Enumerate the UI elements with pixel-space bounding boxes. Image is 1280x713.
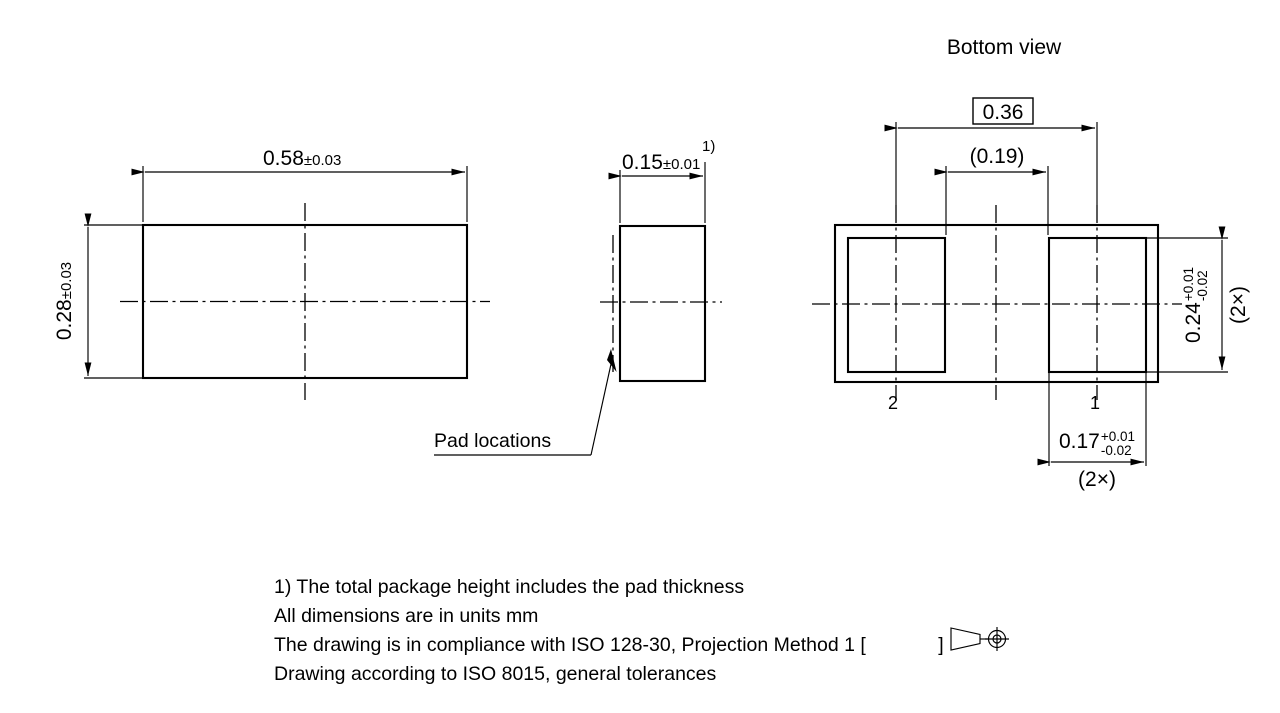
cone-side-view-icon: [950, 627, 981, 651]
dimension-side-width-footnote-marker: 1): [702, 138, 716, 155]
dimension-front-height-tolerance: ±0.03: [58, 261, 75, 300]
dimension-front-width-value: 0.58: [263, 147, 304, 170]
dimension-pad-gap-text: (0.19): [969, 145, 1025, 168]
note-line-1: 1) The total package height includes the…: [274, 576, 745, 598]
dimension-pad-height: [1146, 226, 1228, 373]
dimension-pad-gap: [934, 166, 1049, 235]
note-line-2: All dimensions are in units mm: [274, 605, 539, 627]
basic-dimension-frame: [972, 97, 1034, 125]
pad-locations-label: Pad locations: [434, 430, 552, 452]
dimension-pad-width: [1037, 372, 1147, 466]
notes-block: 1) The total package height includes the…: [274, 573, 944, 689]
dimension-pad-pitch: [884, 122, 1098, 205]
dimension-side-width-value: 0.15: [622, 151, 663, 174]
note-line-3-text: The drawing is in compliance with ISO 12…: [274, 634, 866, 656]
dimension-front-height-text: 0.28±0.03: [53, 262, 77, 340]
front-view: [84, 166, 490, 400]
dimension-pad-width-quantity: (2×): [1078, 468, 1116, 491]
dimension-pad-height-tol-upper: +0.01: [1181, 266, 1197, 302]
side-view: [434, 162, 722, 456]
dimension-side-width-text: 0.15±0.01: [622, 151, 700, 175]
dimension-pad-height-tol-lower: -0.02: [1195, 270, 1210, 302]
dimension-pad-width-tol-lower: -0.02: [1100, 442, 1132, 458]
bottom-view: [812, 97, 1228, 466]
dimension-front-width: [131, 166, 468, 222]
dimension-front-height-value: 0.28: [53, 299, 76, 341]
first-angle-projection-symbol: [950, 627, 1009, 651]
leader-slant: [590, 354, 614, 456]
dimension-pad-width-tol-upper: +0.01: [1100, 429, 1136, 444]
dimension-pad-width-text: 0.17 +0.01 -0.02: [1059, 430, 1135, 458]
note-line-3: The drawing is in compliance with ISO 12…: [274, 631, 944, 660]
dimension-front-width-text: 0.58±0.03: [263, 147, 341, 171]
dimension-pad-height-text: 0.24 +0.01 -0.02: [1181, 266, 1210, 344]
dimension-pad-height-value: 0.24: [1182, 302, 1206, 344]
pin-label-2: 2: [887, 393, 899, 413]
dimension-pad-width-value: 0.17: [1058, 430, 1100, 453]
note-line-4: Drawing according to ISO 8015, general t…: [274, 663, 717, 685]
dimension-side-width: [608, 162, 706, 223]
pin-label-1: 1: [1089, 393, 1101, 413]
dimension-pad-pitch-text: 0.36: [982, 101, 1024, 124]
side-view-body: [618, 224, 707, 383]
dimension-front-width-tolerance: ±0.03: [303, 152, 342, 169]
pad-locations-leader: [434, 349, 617, 456]
dimension-front-height: [84, 213, 146, 379]
note-line-3-bracket-close: ]: [938, 634, 944, 656]
bottom-view-title: Bottom view: [946, 36, 1062, 59]
dimension-pad-height-quantity: (2×): [1227, 286, 1250, 324]
leader-arrowhead: [607, 349, 617, 372]
dimension-side-width-tolerance: ±0.01: [662, 156, 701, 173]
